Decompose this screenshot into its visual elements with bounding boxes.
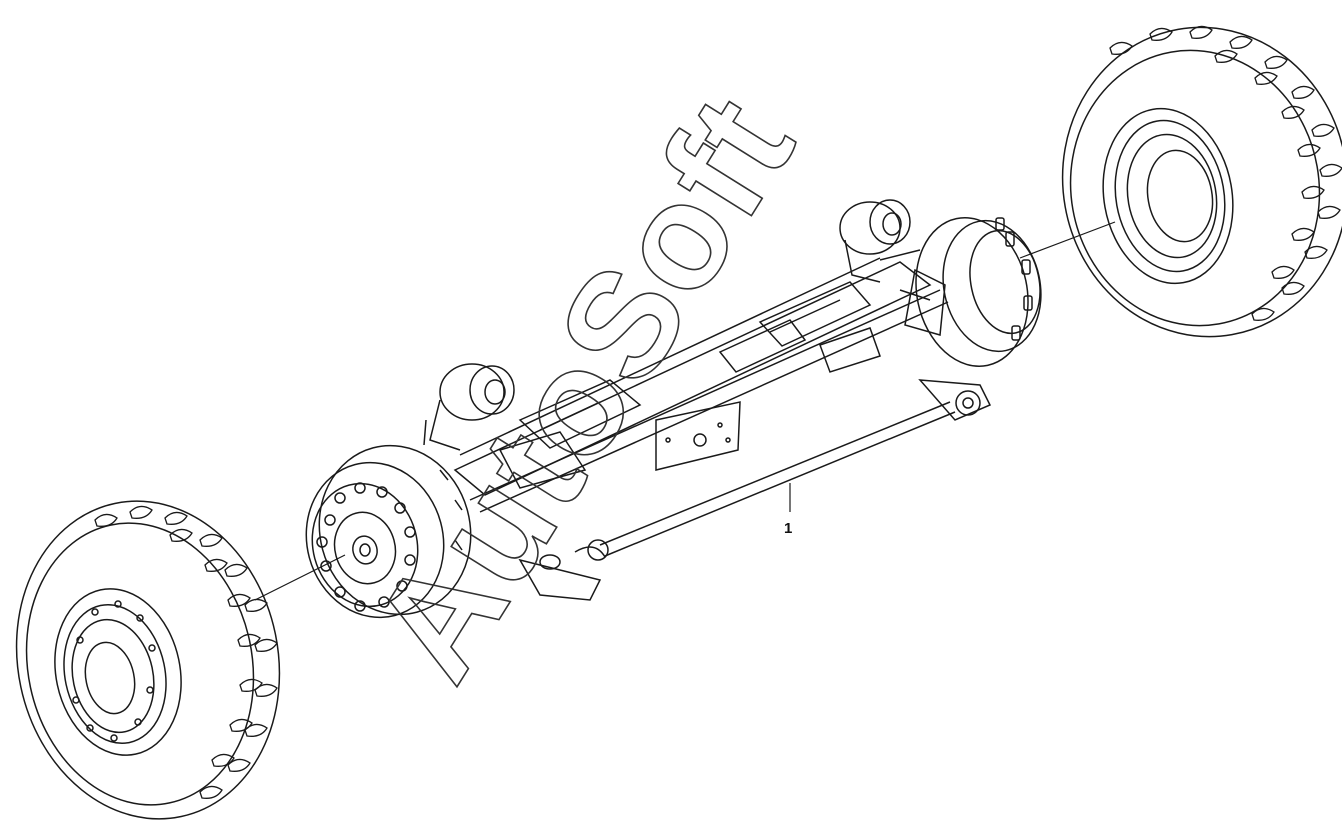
callout-1: 1 [784, 483, 792, 537]
right-tire-tread [1109, 25, 1342, 322]
right-air-chamber [839, 199, 921, 283]
axle-beam [453, 257, 949, 513]
watermark: AutoSoft [340, 67, 826, 707]
right-wheel [1061, 25, 1342, 338]
left-hub [305, 444, 472, 619]
callout-label: 1 [784, 520, 792, 537]
right-hub-brackets [995, 217, 1033, 341]
left-hub-lug-nuts [316, 482, 416, 612]
right-hub [899, 217, 1042, 367]
tie-rod [518, 379, 992, 601]
left-air-chamber [423, 363, 515, 451]
left-rim-bolts [72, 600, 156, 742]
left-wheel [15, 500, 281, 820]
